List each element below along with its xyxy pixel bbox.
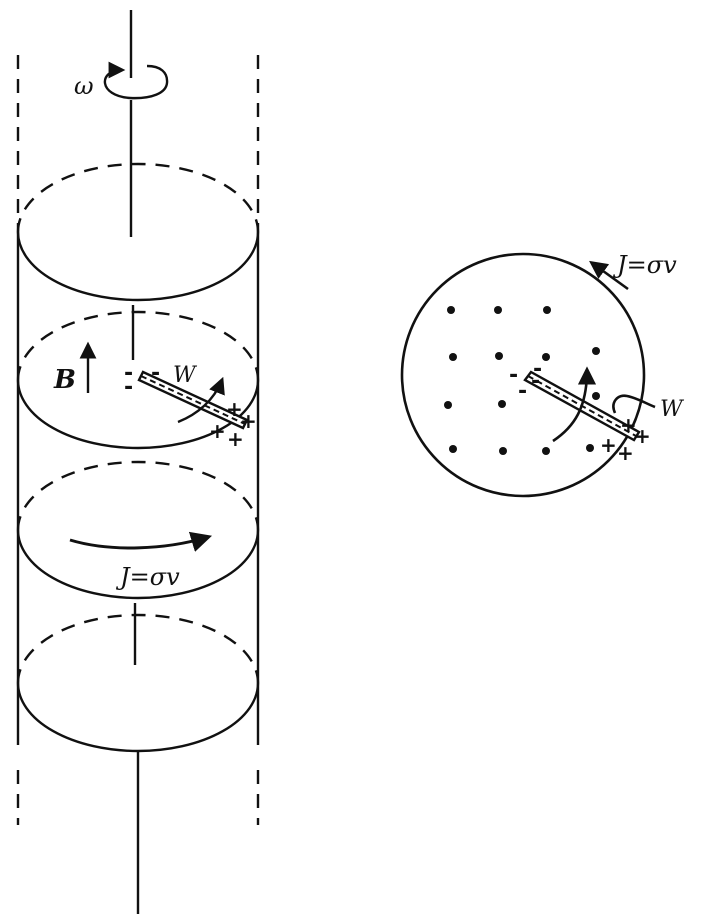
field-dot [495, 352, 503, 360]
field-dot [592, 347, 600, 355]
disk-top [16, 162, 260, 302]
cylinder-view [16, 10, 260, 914]
plus-charge: + [620, 413, 637, 437]
minus-charge: - [509, 363, 518, 388]
current-arrow-right [589, 260, 629, 291]
disk-with-current [16, 460, 260, 600]
field-dots [444, 306, 600, 455]
disk-top-view [400, 252, 656, 498]
minus-charge: - [151, 361, 160, 386]
field-dot [447, 306, 455, 314]
plus-charge: + [226, 397, 243, 421]
current-arrow-left [69, 531, 213, 552]
plus-charge: + [634, 424, 651, 448]
wire-motion-arrow [177, 376, 225, 424]
plus-charge: + [227, 427, 244, 451]
current-density-label-left: J=σv [115, 563, 180, 591]
field-dot [494, 306, 502, 314]
wire-lead [612, 394, 656, 414]
field-label: B [53, 365, 76, 395]
top-view-disk [400, 252, 646, 498]
field-dot [542, 447, 550, 455]
minus-charge: - [124, 375, 133, 400]
minus-charge: - [531, 369, 540, 394]
disk-with-wire [16, 310, 260, 450]
omega-label: ω [74, 72, 94, 100]
field-dot [499, 447, 507, 455]
wire-motion-arrow-top [552, 366, 597, 443]
field-dot [498, 400, 506, 408]
plus-charge: + [209, 419, 226, 443]
plus-charge: + [240, 409, 257, 433]
field-dot [592, 392, 600, 400]
minus-charge: - [518, 379, 527, 404]
plus-charge: + [600, 433, 617, 457]
wire-left [137, 370, 249, 430]
current-density-label-right: J=σv [612, 251, 677, 279]
field-dot [444, 401, 452, 409]
field-dot [542, 353, 550, 361]
field-dot [449, 445, 457, 453]
plus-charge: + [617, 441, 634, 465]
rotation-arrow [103, 61, 169, 100]
minus-charge: - [124, 361, 133, 386]
wire-label-left: W [173, 363, 198, 388]
wire-label-right: W [660, 397, 685, 422]
field-dot [586, 444, 594, 452]
field-dot [543, 306, 551, 314]
minus-charge: - [533, 357, 542, 382]
disk-bottom [16, 613, 260, 753]
field-dot [449, 353, 457, 361]
